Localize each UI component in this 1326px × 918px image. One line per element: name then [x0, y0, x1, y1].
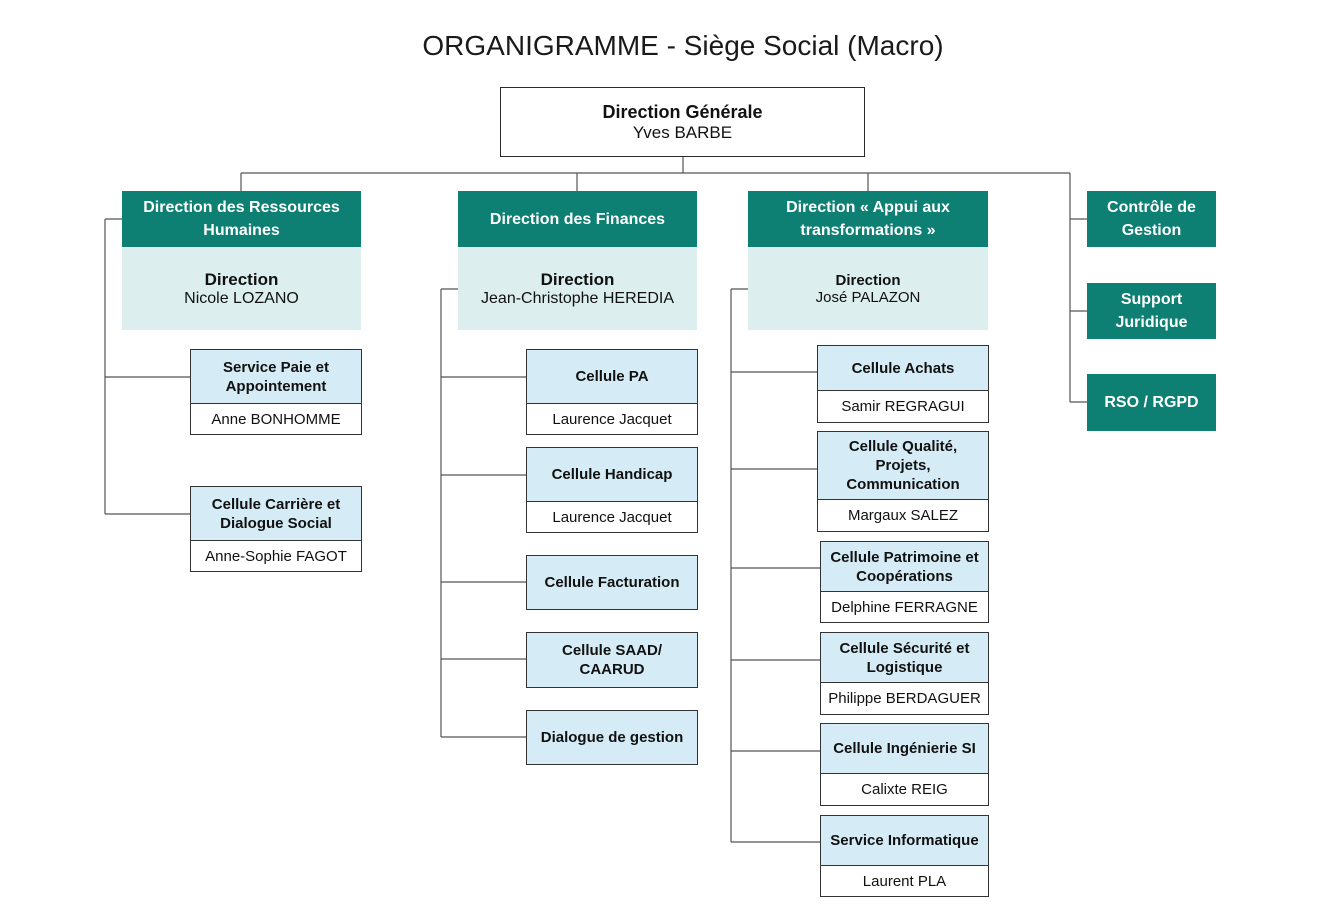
fin-cell-3-title: Cellule Facturation	[527, 556, 697, 609]
rh-direction-title: Direction	[204, 269, 279, 289]
finances-direction-title: Direction	[540, 269, 615, 289]
appui-direction-box: Direction José PALAZON	[748, 247, 988, 330]
fin-cell-1-name: Laurence Jacquet	[527, 403, 697, 434]
appui-cell-4-title: Cellule Sécurité et Logistique	[821, 633, 988, 682]
appui-cell-5-title: Cellule Ingénierie SI	[821, 724, 988, 773]
appui-cell-3: Cellule Patrimoine et Coopérations Delph…	[820, 541, 989, 623]
fin-cell-5-title: Dialogue de gestion	[527, 711, 697, 764]
rh-header: Direction des Ressources Humaines	[122, 191, 361, 247]
finances-direction-box: Direction Jean-Christophe HEREDIA	[458, 247, 697, 330]
direction-generale-name: Yves BARBE	[632, 122, 733, 142]
side-controle-gestion: Contrôle de Gestion	[1087, 191, 1216, 247]
fin-cell-1-title: Cellule PA	[527, 350, 697, 403]
appui-director-name: José PALAZON	[815, 288, 921, 306]
side-rso-rgpd: RSO / RGPD	[1087, 374, 1216, 431]
rh-cell-2-title: Cellule Carrière et Dialogue Social	[191, 487, 361, 540]
fin-cell-4-title: Cellule SAAD/ CAARUD	[527, 633, 697, 687]
direction-generale-title: Direction Générale	[602, 101, 763, 122]
appui-cell-1-title: Cellule Achats	[818, 346, 988, 390]
appui-cell-6: Service Informatique Laurent PLA	[820, 815, 989, 897]
appui-cell-1-name: Samir REGRAGUI	[818, 390, 988, 422]
appui-cell-1: Cellule Achats Samir REGRAGUI	[817, 345, 989, 423]
appui-cell-5-name: Calixte REIG	[821, 773, 988, 805]
fin-cell-4: Cellule SAAD/ CAARUD	[526, 632, 698, 688]
appui-cell-3-title: Cellule Patrimoine et Coopérations	[821, 542, 988, 591]
direction-generale-box: Direction Générale Yves BARBE	[500, 87, 865, 157]
rh-cell-1-title: Service Paie et Appointement	[191, 350, 361, 403]
finances-header: Direction des Finances	[458, 191, 697, 247]
finances-director-name: Jean-Christophe HEREDIA	[481, 289, 674, 307]
fin-cell-5: Dialogue de gestion	[526, 710, 698, 765]
appui-cell-6-name: Laurent PLA	[821, 865, 988, 896]
appui-cell-2-name: Margaux SALEZ	[818, 499, 988, 531]
side-support-juridique: Support Juridique	[1087, 283, 1216, 339]
appui-cell-6-title: Service Informatique	[821, 816, 988, 865]
appui-cell-4: Cellule Sécurité et Logistique Philippe …	[820, 632, 989, 715]
appui-cell-2: Cellule Qualité, Projets, Communication …	[817, 431, 989, 532]
fin-cell-1: Cellule PA Laurence Jacquet	[526, 349, 698, 435]
fin-cell-3: Cellule Facturation	[526, 555, 698, 610]
rh-cell-1-name: Anne BONHOMME	[191, 403, 361, 434]
page-title: ORGANIGRAMME - Siège Social (Macro)	[422, 30, 944, 61]
rh-cell-2-name: Anne-Sophie FAGOT	[191, 540, 361, 571]
appui-direction-title: Direction	[835, 271, 901, 289]
fin-cell-2: Cellule Handicap Laurence Jacquet	[526, 447, 698, 533]
appui-cell-2-title: Cellule Qualité, Projets, Communication	[818, 432, 988, 499]
fin-cell-2-title: Cellule Handicap	[527, 448, 697, 501]
appui-cell-3-name: Delphine FERRAGNE	[821, 591, 988, 622]
rh-director-name: Nicole LOZANO	[184, 289, 299, 307]
rh-direction-box: Direction Nicole LOZANO	[122, 247, 361, 330]
appui-cell-5: Cellule Ingénierie SI Calixte REIG	[820, 723, 989, 806]
appui-header: Direction « Appui aux transformations »	[748, 191, 988, 247]
rh-cell-1: Service Paie et Appointement Anne BONHOM…	[190, 349, 362, 435]
rh-cell-2: Cellule Carrière et Dialogue Social Anne…	[190, 486, 362, 572]
appui-cell-4-name: Philippe BERDAGUER	[821, 682, 988, 714]
fin-cell-2-name: Laurence Jacquet	[527, 501, 697, 532]
